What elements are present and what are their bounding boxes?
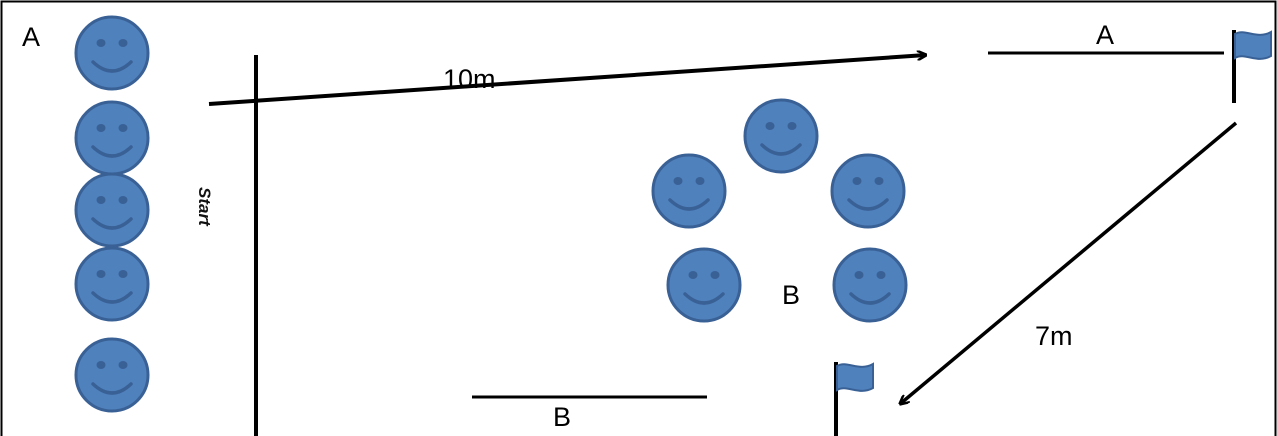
smiley-face-icon xyxy=(830,153,906,229)
team-b-marker-label: B xyxy=(553,402,572,432)
distance-7m-label: 7m xyxy=(1035,321,1073,351)
smiley-face-icon xyxy=(74,100,150,176)
team-a-label: A xyxy=(22,22,41,52)
flag-icon xyxy=(1232,30,1272,103)
smiley-face-icon xyxy=(74,337,150,413)
smiley-face-icon xyxy=(74,15,150,91)
arrow-7m xyxy=(900,121,1238,404)
smiley-face-icon xyxy=(74,172,150,248)
distance-10m-label: 10m xyxy=(443,64,496,94)
smiley-face-icon xyxy=(743,98,819,174)
smiley-face-icon xyxy=(74,246,150,322)
team-b-label: B xyxy=(782,280,801,310)
flag-icon xyxy=(834,362,874,436)
start-label: Start xyxy=(195,187,214,226)
smiley-face-icon xyxy=(666,247,742,323)
team-b-players xyxy=(651,98,908,323)
smiley-face-icon xyxy=(651,153,727,229)
team-a-marker-label: A xyxy=(1096,20,1115,50)
smiley-face-icon xyxy=(832,247,908,323)
team-a-players xyxy=(74,15,150,413)
arrow-10m xyxy=(208,55,926,106)
